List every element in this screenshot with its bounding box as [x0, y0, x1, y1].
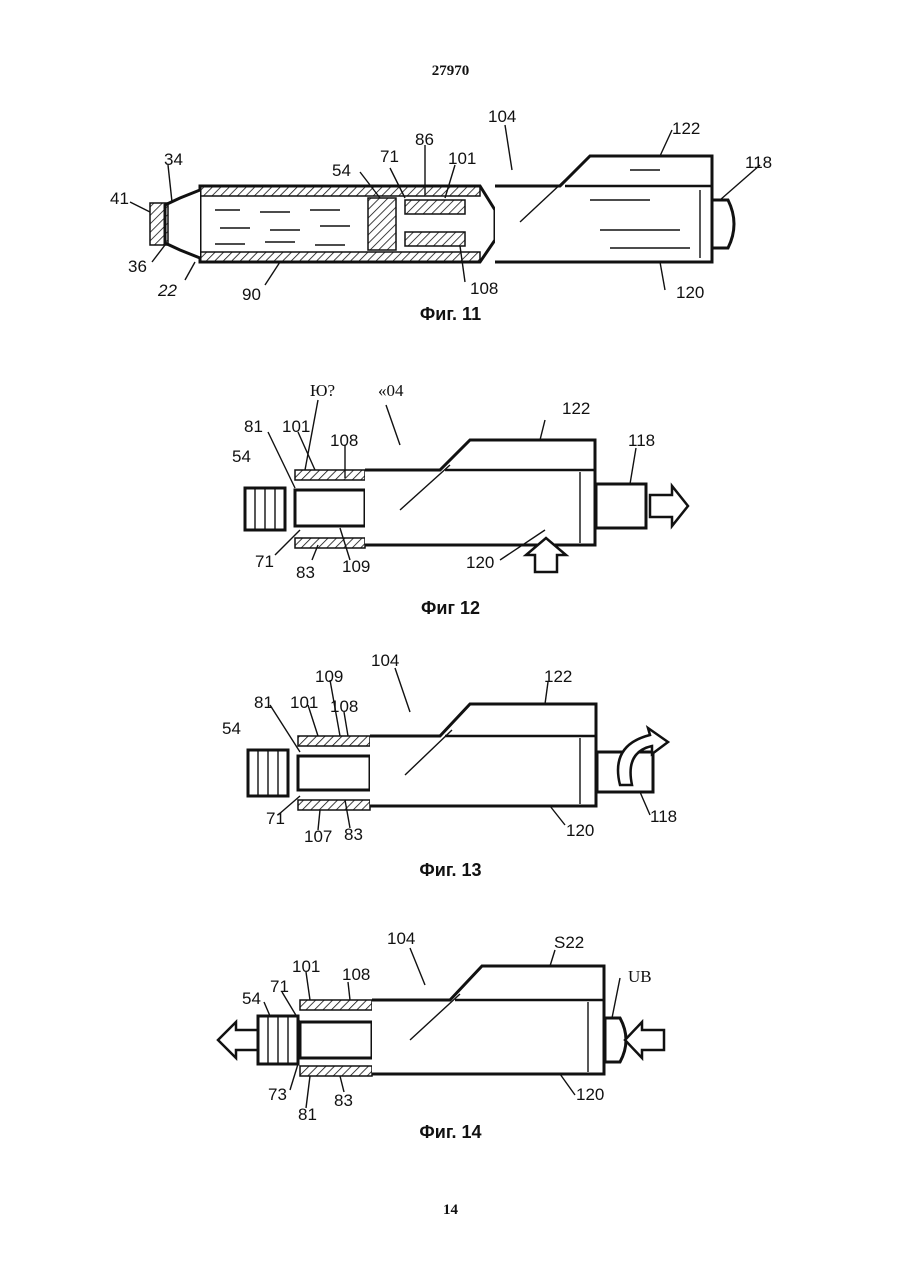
label-71: 71: [380, 147, 399, 166]
button: [605, 1018, 626, 1062]
label-107: 107: [304, 827, 332, 846]
label-83: 83: [334, 1091, 353, 1110]
page-number: 14: [0, 1202, 901, 1219]
label-04: «04: [378, 381, 404, 400]
figure-13-drawing: 104 109 81 101 108 122 54 71 107 83 120 …: [0, 645, 901, 860]
label-122: 122: [544, 667, 572, 686]
label-118: 118: [745, 153, 772, 172]
plunger-rod-lower: [405, 232, 465, 246]
label-54: 54: [232, 447, 251, 466]
label-73: 73: [268, 1085, 287, 1104]
cartridge-wall-bottom: [200, 252, 480, 262]
label-108: 108: [342, 965, 370, 984]
label-90: 90: [242, 285, 261, 304]
inner-sleeve-top: [298, 736, 370, 746]
label-54: 54: [242, 989, 261, 1008]
housing: [372, 966, 604, 1074]
label-34: 34: [164, 150, 183, 169]
label-120: 120: [466, 553, 494, 572]
label-81: 81: [244, 417, 263, 436]
label-104: 104: [488, 107, 516, 126]
label-86: 86: [415, 130, 434, 149]
figure-11-caption: Фиг. 11: [0, 304, 901, 325]
label-81: 81: [254, 693, 273, 712]
label-54: 54: [332, 161, 351, 180]
label-108: 108: [470, 279, 498, 298]
label-108: 108: [330, 431, 358, 450]
arrow-right: [650, 486, 688, 526]
label-83: 83: [344, 825, 363, 844]
arrow-left: [218, 1022, 258, 1058]
inner-sleeve-top: [300, 1000, 372, 1010]
label-41: 41: [110, 189, 129, 208]
figure-14-caption: Фиг. 14: [0, 1122, 901, 1143]
inner-core: [298, 756, 370, 790]
label-104: 104: [387, 929, 415, 948]
figure-14-drawing: 104 S22 101 108 71 UB 54 73 81 83 120: [0, 920, 901, 1125]
label-S22: S22: [554, 933, 584, 952]
label-122: 122: [672, 119, 700, 138]
label-71: 71: [270, 977, 289, 996]
label-120: 120: [676, 283, 704, 302]
figure-12-drawing: Ю? «04 81 101 54 108 122 118 71 83 109 1…: [0, 375, 901, 590]
figure-11-drawing: 41 34 36 22 90 54 71 86 101 104 108 122 …: [0, 100, 901, 310]
cartridge-neck: [165, 190, 200, 258]
housing: [365, 440, 595, 545]
label-101: 101: [290, 693, 318, 712]
inner-core: [295, 490, 365, 526]
figure-12-caption: Фиг 12: [0, 598, 901, 619]
piston: [368, 198, 396, 250]
plunger-rod: [405, 200, 465, 214]
label-101: 101: [282, 417, 310, 436]
label-108: 108: [330, 697, 358, 716]
label-54: 54: [222, 719, 241, 738]
inner-sleeve-bottom: [295, 538, 365, 548]
inner-sleeve-bottom: [300, 1066, 372, 1076]
cartridge-wall-top: [200, 186, 480, 196]
inner-sleeve-bottom: [298, 800, 370, 810]
label-122: 122: [562, 399, 590, 418]
label-120: 120: [566, 821, 594, 840]
housing: [370, 704, 596, 806]
figure-13-caption: Фиг. 13: [0, 860, 901, 881]
label-104: 104: [371, 651, 399, 670]
label-120: 120: [576, 1085, 604, 1104]
button: [712, 200, 734, 248]
label-71: 71: [255, 552, 274, 571]
label-22: 22: [157, 281, 177, 300]
label-83: 83: [296, 563, 315, 582]
label-71: 71: [266, 809, 285, 828]
label-109: 109: [342, 557, 370, 576]
label-question: Ю?: [310, 381, 335, 400]
housing: [495, 156, 712, 262]
label-118: 118: [628, 431, 655, 450]
cartridge-body: [200, 186, 495, 262]
label-101: 101: [448, 149, 476, 168]
label-UB: UB: [628, 967, 652, 986]
label-118: 118: [650, 807, 677, 826]
document-number: 27970: [0, 63, 901, 80]
label-36: 36: [128, 257, 147, 276]
plunger-118: [596, 484, 646, 528]
arrow-push: [625, 1022, 664, 1058]
inner-sleeve-top: [295, 470, 365, 480]
label-101: 101: [292, 957, 320, 976]
label-109: 109: [315, 667, 343, 686]
inner-core: [300, 1022, 372, 1058]
cartridge-cap: [150, 203, 168, 245]
